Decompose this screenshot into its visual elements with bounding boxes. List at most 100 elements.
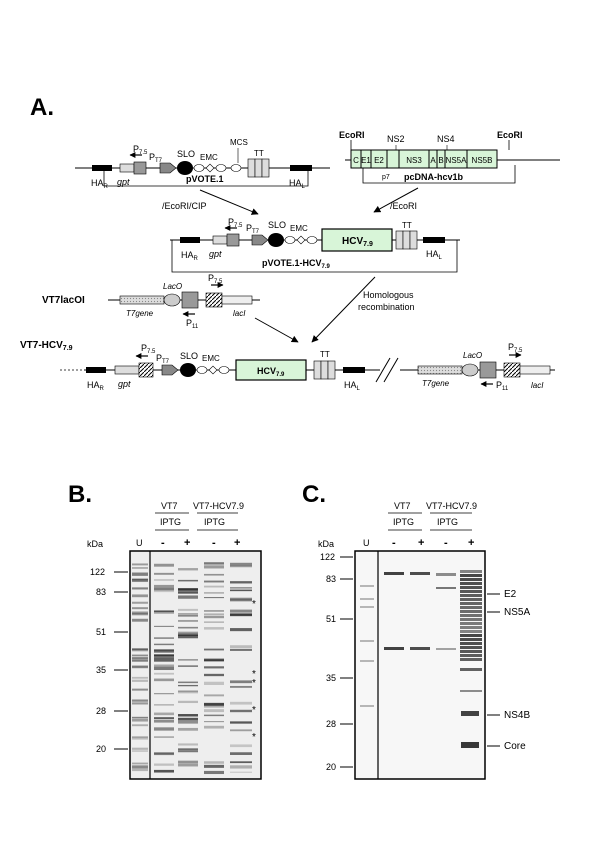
gel-b-band <box>204 714 224 717</box>
panel-b-marker-122: 122 <box>90 567 105 577</box>
pcdna-segment-label: NS3 <box>406 156 422 165</box>
gel-c-band <box>410 647 430 650</box>
gel-c-bands <box>360 570 482 748</box>
gel-b-band <box>154 664 174 666</box>
gel-b-band <box>178 748 198 752</box>
gel-b-band <box>132 768 148 772</box>
pcdna-segment <box>386 149 400 169</box>
recomb-hcv-insert <box>235 359 307 381</box>
gel-b-band <box>230 685 252 688</box>
pvote1-backbone <box>103 168 309 187</box>
recomb-p75-label: P7.5 <box>141 343 156 355</box>
panel-c-lane-1: - <box>392 537 396 549</box>
gel-b-band <box>204 627 224 630</box>
gel-b-band <box>230 771 252 773</box>
gel-b-band <box>132 648 148 650</box>
gel-b-band <box>230 721 252 724</box>
gel-c-band <box>410 572 430 575</box>
gel-b-band <box>154 736 174 738</box>
gel-b-band <box>204 615 224 619</box>
vt7lacoi-p11-label: P11 <box>186 318 199 330</box>
gel-c-band <box>460 586 482 589</box>
arrow-left-label: /EcoRI/CIP <box>162 201 207 211</box>
panel-c-iptg-2: IPTG <box>437 517 458 527</box>
panel-b-iptg-2: IPTG <box>204 517 225 527</box>
gel-b-band <box>132 724 148 727</box>
gel-c-band <box>360 598 374 600</box>
gel-b-band <box>178 718 198 721</box>
gel-b-band <box>178 568 198 571</box>
gel-b-band <box>154 727 174 731</box>
gel-b-band <box>154 563 174 567</box>
gel-b-band <box>230 645 252 649</box>
gel-c-band <box>360 606 374 608</box>
gel-b-band <box>154 649 174 653</box>
gel-b-band <box>230 729 252 732</box>
gel-b-band <box>132 579 148 581</box>
band-ns4b-label: NS4B <box>504 710 530 721</box>
gel-c-band <box>460 646 482 649</box>
arrow-from-pvote-hcv <box>311 276 376 343</box>
gel-b-band <box>204 573 224 576</box>
recomb-hcv-label: HCV7.9 <box>257 366 285 378</box>
mcs-loop <box>230 164 242 172</box>
pcdna-segment-label: B <box>438 156 443 165</box>
gel-c-band <box>460 658 482 661</box>
gel-c-band <box>460 598 482 601</box>
hcv-insert <box>321 228 393 252</box>
gel-c-band <box>460 654 482 657</box>
gel-b-band <box>132 699 148 701</box>
panel-b-star-5: * <box>252 732 256 743</box>
gel-b-band <box>132 648 148 652</box>
gel-b-band <box>154 654 174 656</box>
gel-b-band <box>154 717 174 720</box>
vt7lacoi-t7gene-label: T7gene <box>126 309 154 318</box>
gel-b-band <box>132 688 148 691</box>
gel-c-band <box>460 642 482 645</box>
t7gene-block <box>119 295 165 305</box>
recomb-emc-diamond <box>208 365 218 375</box>
hal-block-2 <box>423 237 445 243</box>
gel-b-band <box>132 700 148 702</box>
gel-b-band <box>132 656 148 658</box>
gel-b-band <box>178 720 198 724</box>
pcdna-segment-label: E2 <box>374 156 384 165</box>
panel-c-marker-51: 51 <box>326 614 336 624</box>
gel-c-band <box>460 590 482 593</box>
gel-c-band <box>436 648 456 650</box>
gel-b-band <box>230 761 252 763</box>
pvote-hcv-name: pVOTE.1-HCV7.9 <box>262 258 331 270</box>
pvote-hcv-emc-label: EMC <box>290 224 308 233</box>
gel-b-band <box>132 654 148 656</box>
homologous-label-2: recombination <box>358 302 415 312</box>
panel-c-iptg-1: IPTG <box>393 517 414 527</box>
panel-c-marker-35: 35 <box>326 673 336 683</box>
recomb-laco <box>461 363 479 377</box>
laci-block <box>221 295 253 305</box>
recomb-p11-label: P11 <box>496 380 509 392</box>
gel-b-band <box>178 619 198 622</box>
gpt-block-2 <box>212 235 228 245</box>
gel-b-band <box>230 581 252 584</box>
gel-b-band <box>154 693 174 695</box>
gel-b-band <box>132 594 148 598</box>
gel-b-band <box>154 590 174 593</box>
gel-b-band <box>132 618 148 622</box>
tt-block-4 <box>395 230 404 250</box>
slo-ellipse <box>177 161 193 175</box>
gel-c-band <box>460 618 482 621</box>
pcdna-segment-label: A <box>430 156 436 165</box>
pcdna-segment-label: NS5A <box>446 156 468 165</box>
p11-block <box>181 291 199 309</box>
gel-b-band <box>154 587 174 591</box>
gel-b-band <box>178 588 198 590</box>
emc-loop-4 <box>306 236 318 244</box>
recomb-hal-block <box>343 367 365 373</box>
ns2-top-label: NS2 <box>387 134 405 144</box>
pvote1-gpt-label: gpt <box>117 177 130 187</box>
gel-b-band <box>154 658 174 662</box>
panel-c-lane-4: + <box>468 537 474 549</box>
gel-c-band <box>460 610 482 613</box>
gel-b-band <box>230 701 252 705</box>
emc-loop-3 <box>284 236 296 244</box>
